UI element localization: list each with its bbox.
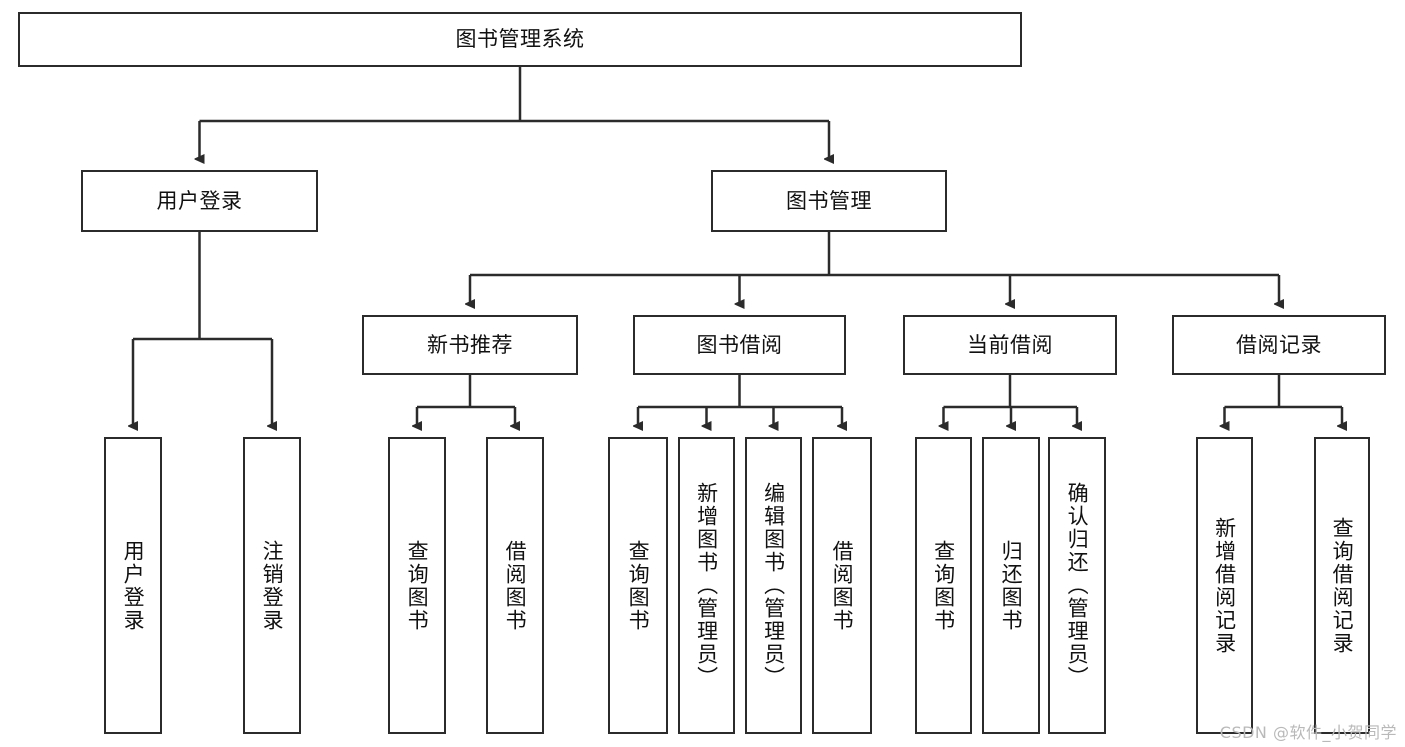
leaf-add-borrow-record[interactable]: 新增借阅记录 <box>1196 437 1253 734</box>
watermark: CSDN @软件_小贺同学 <box>1219 723 1397 742</box>
node-book-borrowing-label: 图书借阅 <box>696 332 783 357</box>
node-root-label: 图书管理系统 <box>455 27 585 52</box>
leaf-edit-book-admin[interactable]: 编辑图书（管理员） <box>745 437 802 734</box>
leaf-add-book-admin-label: 新增图书（管理员） <box>694 482 719 689</box>
leaf-query-borrow-record[interactable]: 查询借阅记录 <box>1314 437 1370 734</box>
leaf-user-logout[interactable]: 注销登录 <box>243 437 301 734</box>
node-borrowing-records[interactable]: 借阅记录 <box>1172 315 1386 375</box>
leaf-query-book-borrow[interactable]: 查询图书 <box>608 437 668 734</box>
leaf-edit-book-admin-label: 编辑图书（管理员） <box>761 482 786 689</box>
node-new-book-recommendation[interactable]: 新书推荐 <box>362 315 578 375</box>
leaf-query-book-recommend[interactable]: 查询图书 <box>388 437 446 734</box>
leaf-query-book-borrow-label: 查询图书 <box>626 539 651 632</box>
leaf-query-book-recommend-label: 查询图书 <box>405 539 430 632</box>
leaf-confirm-return-admin-label: 确认归还（管理员） <box>1065 482 1090 689</box>
leaf-add-book-admin[interactable]: 新增图书（管理员） <box>678 437 735 734</box>
leaf-query-borrow-record-label: 查询借阅记录 <box>1330 516 1355 655</box>
node-current-borrowing-label: 当前借阅 <box>967 332 1053 357</box>
node-new-book-recommendation-label: 新书推荐 <box>427 332 513 357</box>
leaf-borrow-book-recommend-label: 借阅图书 <box>503 539 528 632</box>
node-borrowing-records-label: 借阅记录 <box>1236 332 1322 357</box>
leaf-borrow-book-label: 借阅图书 <box>830 539 855 632</box>
leaf-return-book[interactable]: 归还图书 <box>982 437 1040 734</box>
node-book-borrowing[interactable]: 图书借阅 <box>633 315 846 375</box>
node-current-borrowing[interactable]: 当前借阅 <box>903 315 1117 375</box>
node-book-management-label: 图书管理 <box>786 188 872 213</box>
leaf-query-book-current-label: 查询图书 <box>931 539 956 632</box>
node-user-login[interactable]: 用户登录 <box>81 170 318 232</box>
leaf-borrow-book-recommend[interactable]: 借阅图书 <box>486 437 544 734</box>
leaf-add-borrow-record-label: 新增借阅记录 <box>1212 516 1237 655</box>
node-book-management[interactable]: 图书管理 <box>711 170 947 232</box>
leaf-return-book-label: 归还图书 <box>999 539 1024 632</box>
node-user-login-label: 用户登录 <box>156 188 243 213</box>
leaf-user-logout-label: 注销登录 <box>260 539 285 632</box>
leaf-confirm-return-admin[interactable]: 确认归还（管理员） <box>1048 437 1106 734</box>
leaf-user-login[interactable]: 用户登录 <box>104 437 162 734</box>
node-root[interactable]: 图书管理系统 <box>18 12 1022 67</box>
leaf-user-login-label: 用户登录 <box>121 539 146 632</box>
leaf-borrow-book[interactable]: 借阅图书 <box>812 437 872 734</box>
leaf-query-book-current[interactable]: 查询图书 <box>915 437 972 734</box>
